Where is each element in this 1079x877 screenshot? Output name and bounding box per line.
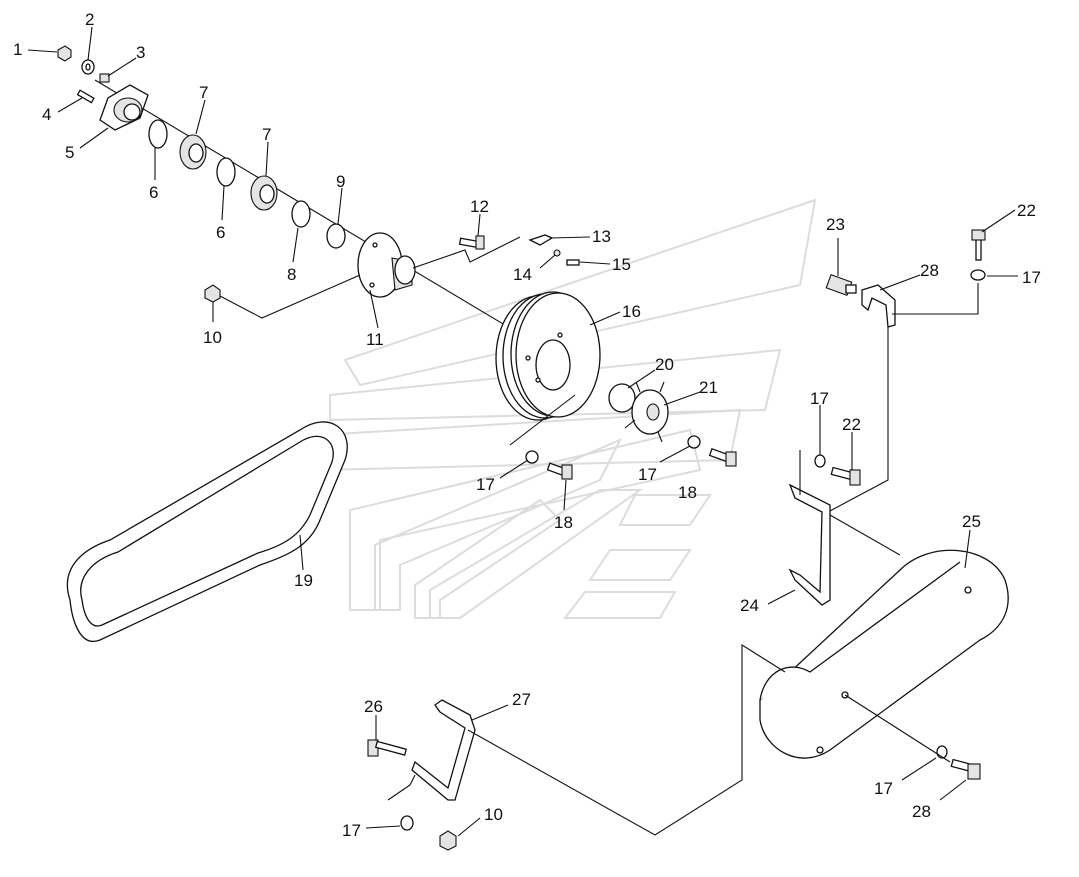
callout-10a: 10 xyxy=(203,328,222,347)
bolt-part-26 xyxy=(367,739,408,757)
callout-14: 14 xyxy=(513,265,532,284)
callout-3: 3 xyxy=(136,43,145,62)
hub-flange-part-11 xyxy=(357,232,416,298)
callout-19: 19 xyxy=(294,571,313,590)
belt-part-19 xyxy=(66,421,348,643)
callout-17b: 17 xyxy=(638,465,657,484)
washer-part-17a xyxy=(525,450,539,464)
callout-18b: 18 xyxy=(678,483,697,502)
callout-4: 4 xyxy=(42,105,51,124)
ring-part-9 xyxy=(326,223,346,249)
bracket-part-28a xyxy=(861,284,896,328)
callout-28a: 28 xyxy=(920,261,939,280)
key-part-4 xyxy=(76,89,95,104)
washer-part-2 xyxy=(81,59,95,75)
callout-26: 26 xyxy=(364,697,383,716)
callout-21: 21 xyxy=(699,378,718,397)
callout-labels: 1 2 3 4 5 6 6 7 7 8 9 10 10 11 12 13 14 … xyxy=(13,10,1041,840)
callout-15: 15 xyxy=(612,255,631,274)
bracket-part-27 xyxy=(411,699,476,801)
leader-28a-line xyxy=(892,283,979,315)
washer-part-17f xyxy=(400,815,414,831)
nut-part-1 xyxy=(57,45,72,62)
callout-2: 2 xyxy=(85,10,94,29)
callout-24: 24 xyxy=(740,596,759,615)
belt-guard-part-25 xyxy=(759,549,1009,759)
bearing-part-7b xyxy=(250,175,278,211)
callout-7b: 7 xyxy=(262,125,271,144)
callout-17c: 17 xyxy=(1022,268,1041,287)
washer-part-17e xyxy=(936,745,948,759)
washer-part-17c xyxy=(970,269,986,281)
leader-guard-line xyxy=(467,644,786,836)
retaining-ring-part-6b xyxy=(216,157,236,187)
callout-22b: 22 xyxy=(842,415,861,434)
leader-25-line xyxy=(829,514,901,556)
callout-8: 8 xyxy=(287,265,296,284)
callout-1: 1 xyxy=(13,40,22,59)
callout-22a: 22 xyxy=(1017,201,1036,220)
callout-17e: 17 xyxy=(874,779,893,798)
flange-housing-part-5 xyxy=(99,84,149,131)
washer-part-17b xyxy=(687,435,701,449)
callout-6b: 6 xyxy=(216,223,225,242)
ring-part-8 xyxy=(291,200,311,228)
callout-17a: 17 xyxy=(476,475,495,494)
callout-12: 12 xyxy=(470,197,489,216)
leader-17a-line xyxy=(509,394,576,446)
bolt-part-28b xyxy=(950,758,981,780)
ring-part-20 xyxy=(608,383,636,413)
pulley-part-16 xyxy=(495,291,601,421)
washer-part-14 xyxy=(553,249,561,257)
leader-12-line xyxy=(412,236,521,269)
callout-5: 5 xyxy=(65,143,74,162)
retaining-ring-part-6a xyxy=(148,119,168,149)
washer-part-17d xyxy=(814,454,826,468)
callout-13: 13 xyxy=(592,227,611,246)
callout-17d: 17 xyxy=(810,389,829,408)
callout-20: 20 xyxy=(655,355,674,374)
bolt-part-12 xyxy=(458,235,485,250)
callout-6a: 6 xyxy=(149,183,158,202)
callout-25: 25 xyxy=(962,512,981,531)
fan-part-21 xyxy=(624,381,669,443)
callout-leaders xyxy=(27,26,1018,837)
callout-28b: 28 xyxy=(912,802,931,821)
bolt-part-22b xyxy=(830,466,861,486)
leader-26-line xyxy=(387,774,416,801)
bracket-part-24 xyxy=(788,483,831,606)
spacer-part-3 xyxy=(99,73,110,83)
callout-11: 11 xyxy=(366,330,384,349)
callout-23: 23 xyxy=(826,215,845,234)
leader-10a-line xyxy=(219,274,361,319)
callout-10b: 10 xyxy=(484,805,503,824)
leader-28b-line xyxy=(844,694,951,763)
fitting-part-23 xyxy=(825,273,857,297)
leader-24-line xyxy=(827,327,889,513)
callout-17f: 17 xyxy=(342,821,361,840)
bolt-part-18a xyxy=(546,462,573,480)
nut-part-10a xyxy=(204,284,221,303)
callout-16: 16 xyxy=(622,302,641,321)
bolt-part-18b xyxy=(708,447,737,467)
bolt-part-22a xyxy=(971,229,986,261)
nut-part-10b xyxy=(439,830,457,851)
clip-part-13 xyxy=(528,234,554,246)
callout-27: 27 xyxy=(512,690,531,709)
callout-18a: 18 xyxy=(554,513,573,532)
callout-9: 9 xyxy=(336,172,345,191)
bearing-part-7a xyxy=(179,134,207,170)
callout-7a: 7 xyxy=(199,83,208,102)
screw-part-15 xyxy=(566,259,580,266)
